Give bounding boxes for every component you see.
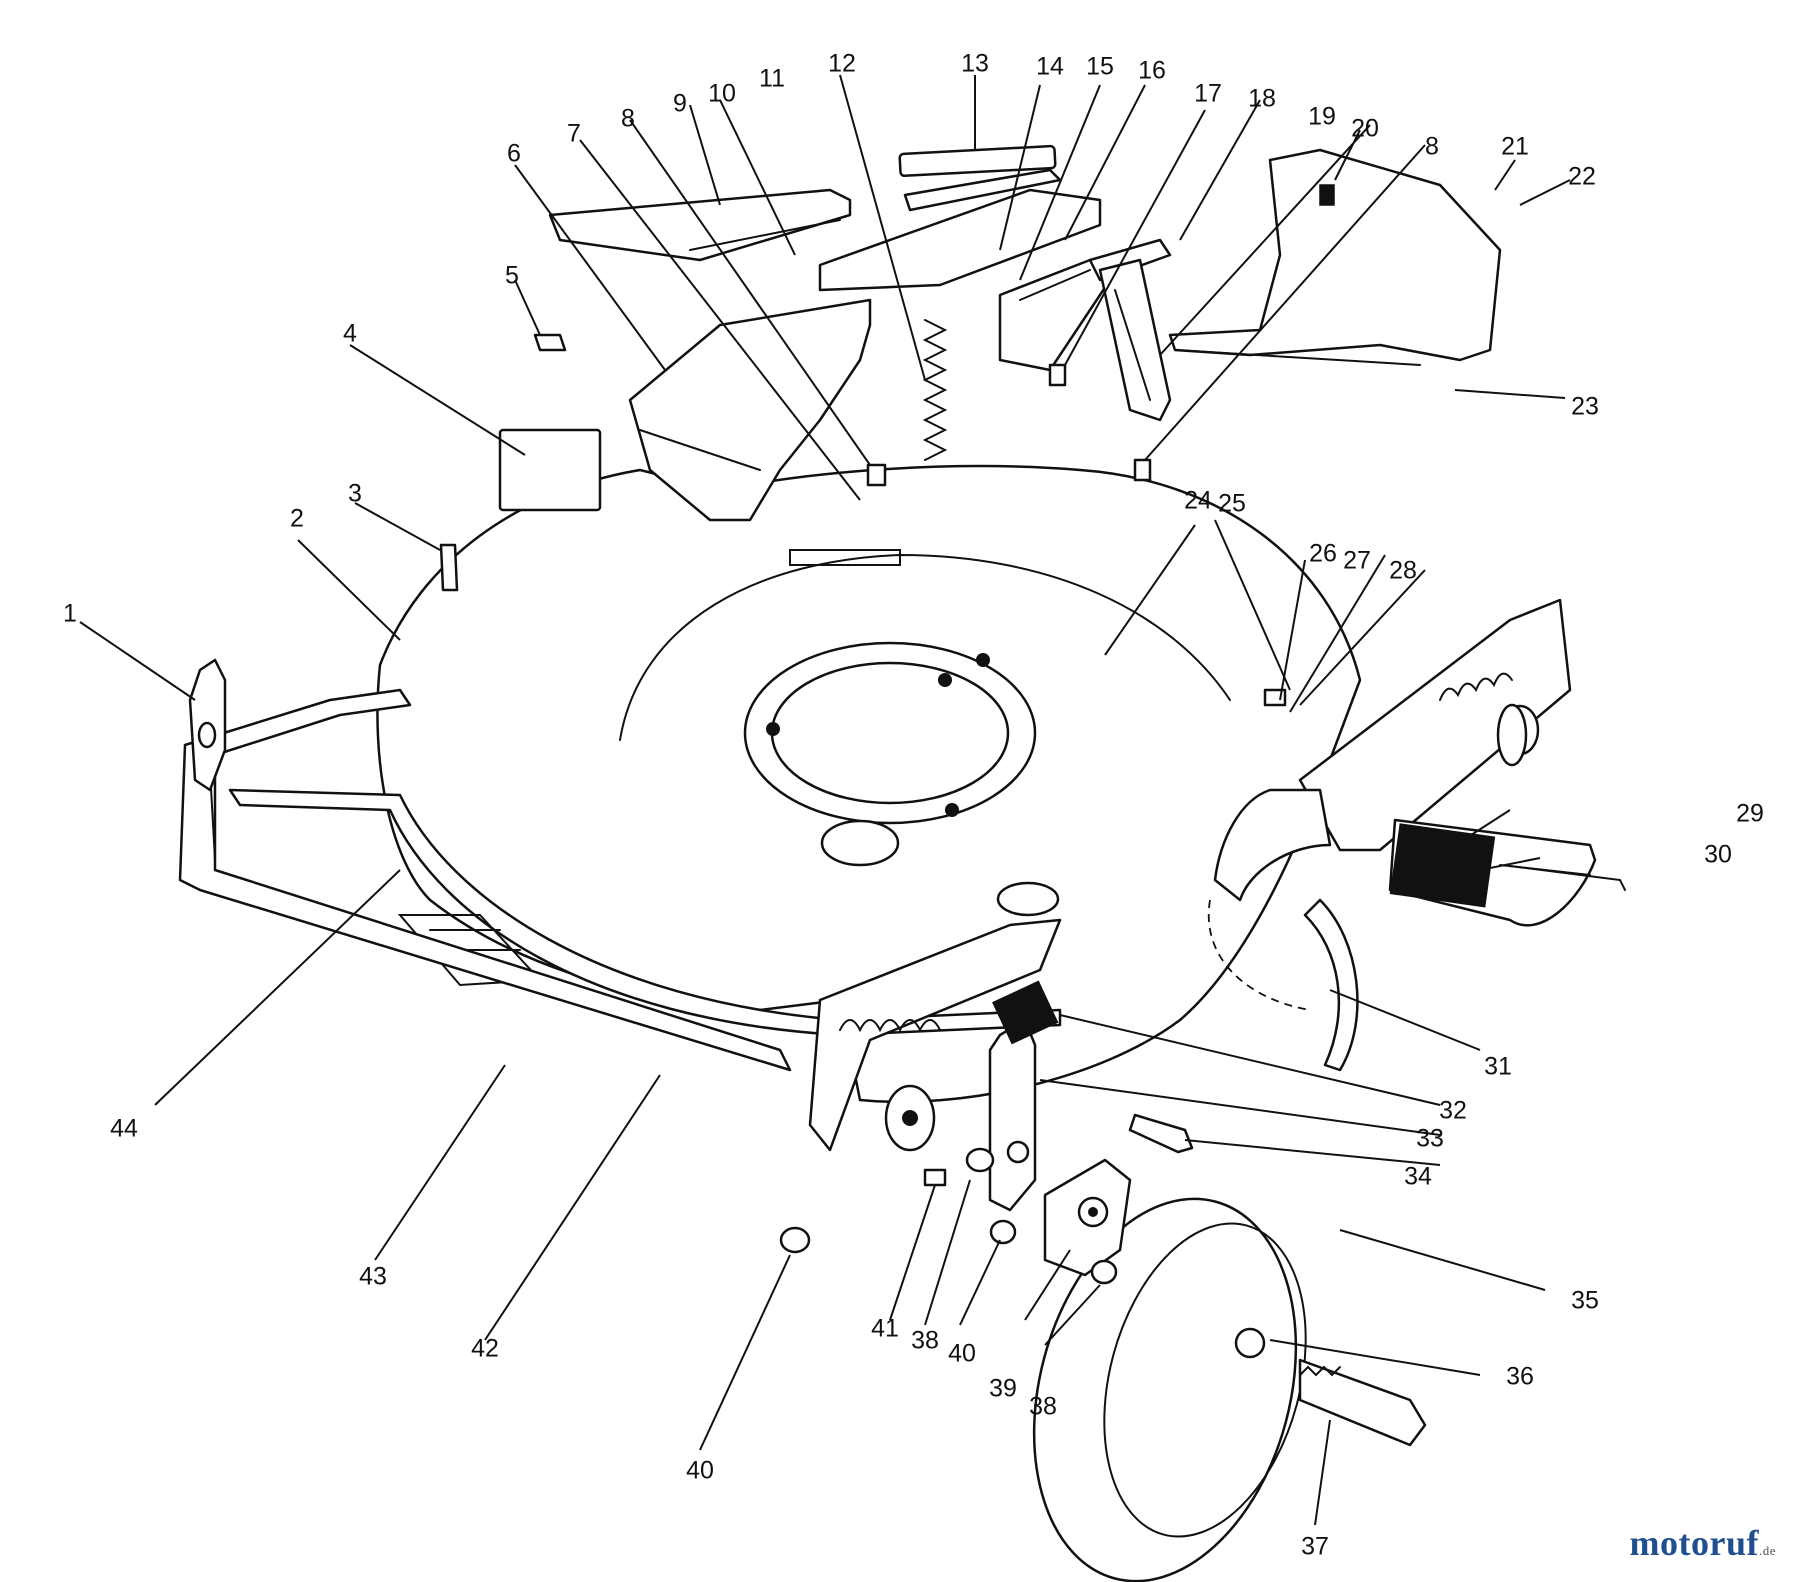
rear-door-handle-assembly bbox=[818, 144, 1172, 372]
mower-housing-deck bbox=[228, 464, 1362, 1104]
callout-30: 30 bbox=[1704, 841, 1732, 869]
callout-3: 3 bbox=[348, 480, 362, 508]
callout-27: 27 bbox=[1343, 547, 1371, 575]
callout-12: 12 bbox=[828, 50, 856, 78]
fasteners bbox=[439, 333, 1287, 1285]
left-height-adjuster-plate bbox=[808, 918, 1062, 1152]
callout-34: 34 bbox=[1404, 1163, 1432, 1191]
side-discharge-deflector bbox=[628, 298, 901, 566]
callout-22: 22 bbox=[1568, 163, 1596, 191]
callout-8-upper-right: 8 bbox=[1425, 133, 1439, 161]
callout-17: 17 bbox=[1194, 80, 1222, 108]
warning-decal-4 bbox=[498, 428, 602, 512]
callout-24: 24 bbox=[1184, 487, 1212, 515]
right-height-adjuster-plate bbox=[1298, 598, 1572, 852]
callout-14: 14 bbox=[1036, 53, 1064, 81]
callout-42: 42 bbox=[471, 1335, 499, 1363]
spring-12 bbox=[922, 319, 948, 461]
callout-23: 23 bbox=[1571, 393, 1599, 421]
callout-33: 33 bbox=[1416, 1125, 1444, 1153]
callout-4: 4 bbox=[343, 320, 357, 348]
callout-21: 21 bbox=[1501, 133, 1529, 161]
wheel-mount-bracket bbox=[1043, 1158, 1132, 1277]
callout-13: 13 bbox=[961, 50, 989, 78]
leader-lines bbox=[79, 74, 1571, 1526]
rear-baffle-curved bbox=[1207, 898, 1359, 1072]
callout-6: 6 bbox=[507, 140, 521, 168]
callout-labels: 1 2 3 4 5 6 7 8 9 10 11 12 13 14 15 16 1… bbox=[63, 50, 1764, 1561]
callout-39: 39 bbox=[989, 1375, 1017, 1403]
hinge-pivot-bracket bbox=[1098, 258, 1172, 422]
callout-40-middle: 40 bbox=[948, 1340, 976, 1368]
callout-1: 1 bbox=[63, 600, 77, 628]
wheel-assembly bbox=[1032, 1197, 1427, 1582]
callout-36: 36 bbox=[1506, 1363, 1534, 1391]
callout-15: 15 bbox=[1086, 53, 1114, 81]
callout-19: 19 bbox=[1308, 103, 1336, 131]
callout-9: 9 bbox=[673, 90, 687, 118]
callout-40-bottom: 40 bbox=[686, 1457, 714, 1485]
grass-bag-top-frame bbox=[548, 188, 852, 262]
watermark-brand: motoruf bbox=[1629, 1523, 1759, 1563]
callout-38-right: 38 bbox=[1029, 1393, 1057, 1421]
height-adjust-lever bbox=[988, 980, 1059, 1212]
callout-16: 16 bbox=[1138, 57, 1166, 85]
callout-10: 10 bbox=[708, 80, 736, 108]
callout-8-upper-left: 8 bbox=[621, 105, 635, 133]
callout-7: 7 bbox=[567, 120, 581, 148]
callout-41: 41 bbox=[871, 1315, 899, 1343]
callout-38-left: 38 bbox=[911, 1327, 939, 1355]
callout-29: 29 bbox=[1736, 800, 1764, 828]
callout-26: 26 bbox=[1309, 540, 1337, 568]
callout-11: 11 bbox=[759, 65, 785, 93]
callout-37: 37 bbox=[1301, 1533, 1329, 1561]
motoruf-watermark-logo: motoruf.de bbox=[1630, 1522, 1777, 1564]
rear-discharge-chute bbox=[1213, 788, 1597, 927]
callout-20: 20 bbox=[1351, 115, 1379, 143]
rear-flap-hinge-rod bbox=[1509, 865, 1626, 891]
callout-31: 31 bbox=[1484, 1053, 1512, 1081]
watermark-suffix: .de bbox=[1758, 1543, 1776, 1558]
callout-32: 32 bbox=[1439, 1097, 1467, 1125]
callout-5: 5 bbox=[505, 262, 519, 290]
callout-25: 25 bbox=[1218, 490, 1246, 518]
rear-grass-catcher-hood bbox=[1168, 148, 1502, 366]
callout-2: 2 bbox=[290, 505, 304, 533]
callout-44: 44 bbox=[110, 1115, 138, 1143]
callout-35: 35 bbox=[1571, 1287, 1599, 1315]
callout-28: 28 bbox=[1389, 557, 1417, 585]
height-lever-handle-left bbox=[188, 658, 227, 792]
callout-43: 43 bbox=[359, 1263, 387, 1291]
callout-18: 18 bbox=[1248, 85, 1276, 113]
